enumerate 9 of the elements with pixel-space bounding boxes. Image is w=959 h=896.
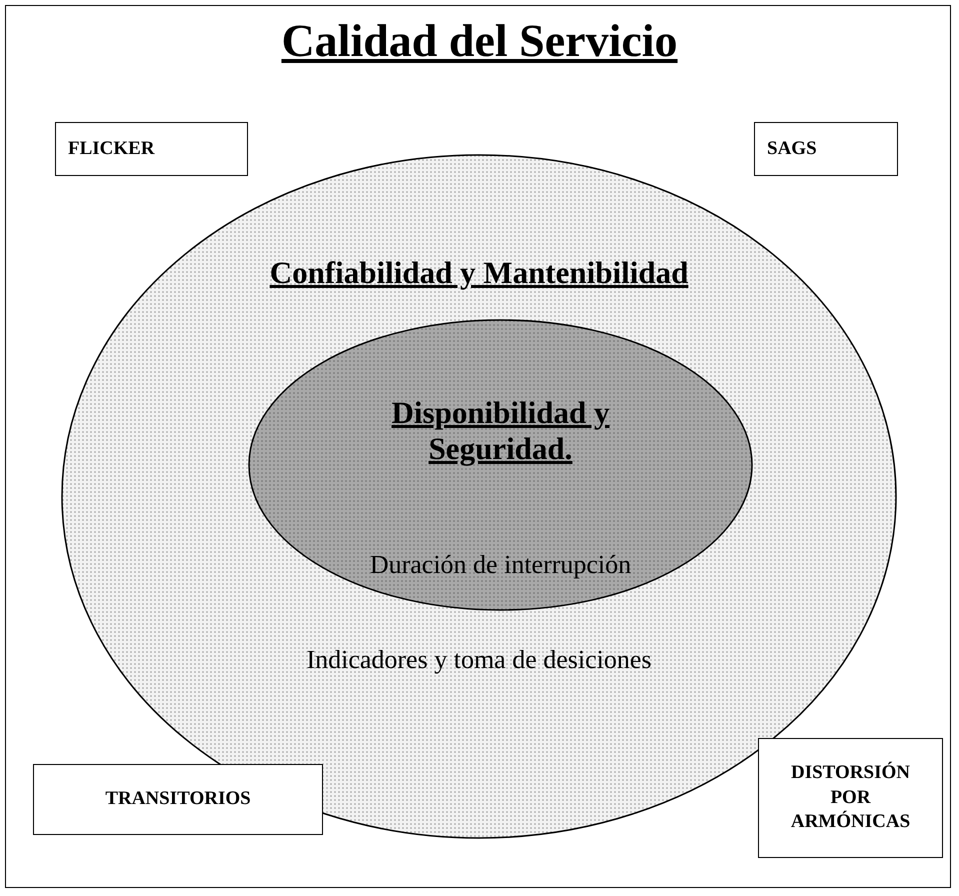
label-box: FLICKER <box>55 122 248 176</box>
ellipse-text: Duración de interrupción <box>368 550 632 580</box>
ellipse-heading: Confiabilidad y Mantenibilidad <box>268 255 690 291</box>
ellipse-text: Indicadores y toma de desiciones <box>305 645 653 675</box>
label-box: SAGS <box>754 122 898 176</box>
diagram-title: Calidad del Servicio <box>280 14 679 67</box>
ellipse-heading: Disponibilidad y Seguridad. <box>390 395 610 467</box>
label-box: TRANSITORIOS <box>33 764 323 835</box>
label-box: DISTORSIÓN POR ARMÓNICAS <box>758 738 943 858</box>
